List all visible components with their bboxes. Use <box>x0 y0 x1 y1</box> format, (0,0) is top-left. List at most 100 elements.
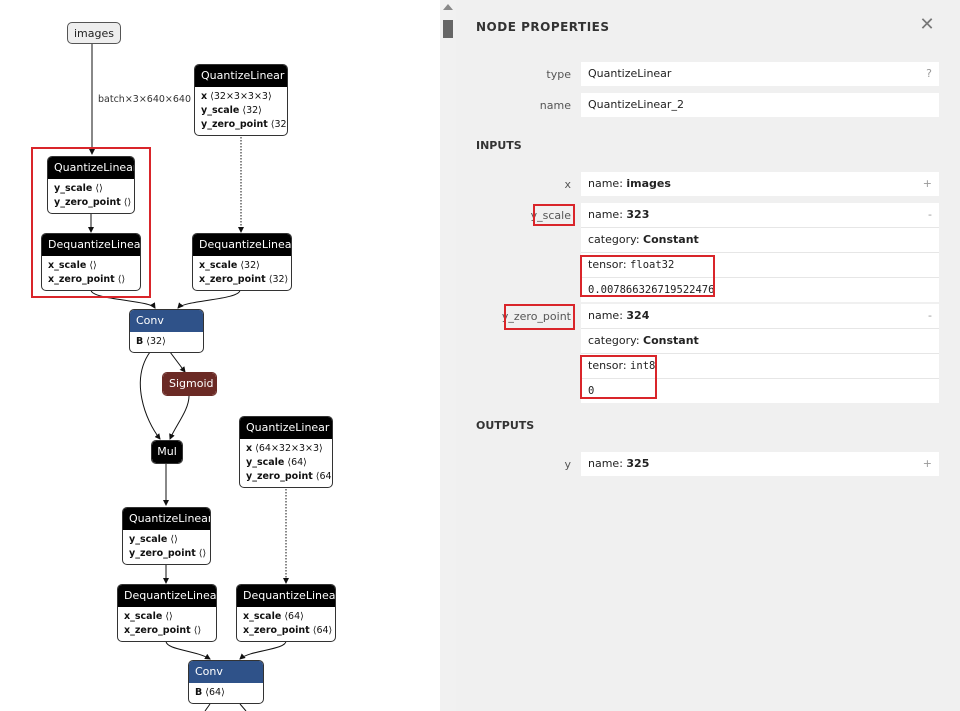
node-attr: y_scale ⟨⟩ <box>129 534 178 545</box>
input-y-scale-value: 0.007866326719522476 <box>588 284 715 296</box>
node-attr: x_zero_point ⟨⟩ <box>124 625 202 636</box>
node-attr: y_scale ⟨⟩ <box>54 183 103 194</box>
input-x-name-row[interactable]: name: images + <box>581 172 939 196</box>
graph-edges <box>88 44 289 711</box>
node-conv-2[interactable]: Conv B ⟨64⟩ <box>188 660 264 704</box>
node-title: DequantizeLinear <box>118 585 216 607</box>
input-y-zero-point-box[interactable]: name: 324 - category: Constant tensor: i… <box>581 304 939 403</box>
input-y-zero-point-label: y_zero_point <box>501 310 571 323</box>
node-attr: y_zero_point ⟨⟩ <box>129 548 207 559</box>
input-y-zero-point-category: Constant <box>643 334 699 347</box>
close-icon[interactable]: ✕ <box>919 14 935 35</box>
category-prefix: category: <box>588 334 644 347</box>
input-y-scale-name: 323 <box>626 208 650 221</box>
tensor-prefix: tensor: <box>588 258 631 271</box>
name-value: QuantizeLinear_2 <box>588 98 684 111</box>
scroll-up-arrow-icon[interactable] <box>443 4 453 10</box>
node-attr: y_zero_point ⟨⟩ <box>54 197 132 208</box>
output-y-box[interactable]: name: 325 + <box>581 452 939 476</box>
node-title: Conv <box>130 310 203 332</box>
node-title: QuantizeLinear <box>123 508 210 530</box>
name-value-box: QuantizeLinear_2 <box>581 93 939 117</box>
panel-title: NODE PROPERTIES <box>476 20 610 34</box>
node-title: DequantizeLinear <box>237 585 335 607</box>
node-attr: x_scale ⟨⟩ <box>48 260 97 271</box>
node-title: Mul <box>152 441 182 463</box>
node-attr: x_zero_point ⟨32⟩ <box>199 274 289 285</box>
node-quantize-linear-weights[interactable]: QuantizeLinear x ⟨32×3×3×3⟩ y_scale ⟨32⟩… <box>194 64 288 136</box>
node-attr: B ⟨32⟩ <box>136 336 166 347</box>
input-y-zero-point-tensor-row: tensor: int8 <box>581 354 939 379</box>
scrollbar-thumb[interactable] <box>443 20 453 38</box>
node-attr: y_zero_point ⟨64⟩ <box>246 471 332 482</box>
input-x-label: x <box>564 178 571 191</box>
inputs-section-title: INPUTS <box>476 139 522 152</box>
input-y-scale-tensor-row: tensor: float32 <box>581 253 939 278</box>
collapse-icon[interactable]: - <box>928 309 932 322</box>
panel-scrollbar[interactable] <box>440 0 456 711</box>
node-attr: x_scale ⟨⟩ <box>124 611 173 622</box>
category-prefix: category: <box>588 233 644 246</box>
input-y-zero-point-value: 0 <box>588 385 595 397</box>
node-dequantize-linear-input[interactable]: DequantizeLinear x_scale ⟨⟩ x_zero_point… <box>41 233 141 291</box>
input-y-zero-point-tensor-type: int8 <box>630 360 656 372</box>
input-y-zero-point-name-row[interactable]: name: 324 - <box>581 304 939 329</box>
output-y-label: y <box>564 458 571 471</box>
node-title: QuantizeLinear <box>48 157 134 179</box>
node-dequantize-linear-weights-2[interactable]: DequantizeLinear x_scale ⟨64⟩ x_zero_poi… <box>236 584 336 642</box>
node-attr: y_scale ⟨32⟩ <box>201 105 262 116</box>
node-quantize-linear-input[interactable]: QuantizeLinear y_scale ⟨⟩ y_zero_point ⟨… <box>47 156 135 214</box>
node-attr: x ⟨32×3×3×3⟩ <box>201 91 272 102</box>
node-quantize-linear-weights-2[interactable]: QuantizeLinear x ⟨64×32×3×3⟩ y_scale ⟨64… <box>239 416 333 488</box>
input-x-name: images <box>626 177 671 190</box>
input-node-images[interactable]: images <box>67 22 121 44</box>
node-conv-1[interactable]: Conv B ⟨32⟩ <box>129 309 204 353</box>
node-dequantize-linear-activation[interactable]: DequantizeLinear x_scale ⟨⟩ x_zero_point… <box>117 584 217 642</box>
outputs-section-title: OUTPUTS <box>476 419 535 432</box>
node-attr: B ⟨64⟩ <box>195 687 225 698</box>
name-prefix: name: <box>588 208 627 221</box>
name-prefix: name: <box>588 309 627 322</box>
input-y-scale-label: y_scale <box>530 209 571 222</box>
node-dequantize-linear-weights[interactable]: DequantizeLinear x_scale ⟨32⟩ x_zero_poi… <box>192 233 292 291</box>
name-prefix: name: <box>588 457 627 470</box>
input-y-scale-category-row: category: Constant <box>581 228 939 253</box>
node-quantize-linear-activation[interactable]: QuantizeLinear y_scale ⟨⟩ y_zero_point ⟨… <box>122 507 211 565</box>
input-y-zero-point-name: 324 <box>626 309 650 322</box>
input-y-scale-name-row[interactable]: name: 323 - <box>581 203 939 228</box>
help-icon[interactable]: ? <box>926 67 932 80</box>
node-attr: y_scale ⟨64⟩ <box>246 457 307 468</box>
node-title: Conv <box>189 661 263 683</box>
highlight-box-y-scale-label <box>533 204 575 226</box>
input-x-box[interactable]: name: images + <box>581 172 939 196</box>
node-attr: x_scale ⟨32⟩ <box>199 260 260 271</box>
input-y-zero-point-category-row: category: Constant <box>581 329 939 354</box>
expand-icon[interactable]: + <box>922 457 932 470</box>
output-y-name: 325 <box>626 457 650 470</box>
node-mul[interactable]: Mul <box>151 440 183 464</box>
edge-shape-label: batch×3×640×640 <box>98 94 192 105</box>
highlight-box-y-zero-point-label <box>504 304 575 330</box>
name-label: name <box>539 99 571 112</box>
node-properties-panel: NODE PROPERTIES ✕ type QuantizeLinear ? … <box>456 0 960 711</box>
node-title: Sigmoid <box>163 373 216 395</box>
input-y-scale-box[interactable]: name: 323 - category: Constant tensor: f… <box>581 203 939 302</box>
node-title: QuantizeLinear <box>240 417 332 439</box>
type-value: QuantizeLinear <box>588 67 672 80</box>
node-sigmoid[interactable]: Sigmoid <box>162 372 217 396</box>
graph-canvas[interactable]: images batch×3×640×640 QuantizeLinear x … <box>0 0 440 711</box>
node-attr: x_scale ⟨64⟩ <box>243 611 304 622</box>
node-attr: x_zero_point ⟨⟩ <box>48 274 126 285</box>
collapse-icon[interactable]: - <box>928 208 932 221</box>
output-y-name-row[interactable]: name: 325 + <box>581 452 939 476</box>
highlight-box-y-scale-tensor <box>580 255 715 297</box>
name-value-row: QuantizeLinear_2 <box>581 93 939 117</box>
node-attr: x_zero_point ⟨64⟩ <box>243 625 333 636</box>
input-y-scale-category: Constant <box>643 233 699 246</box>
node-title: DequantizeLinear <box>193 234 291 256</box>
type-label: type <box>546 68 571 81</box>
node-attr: y_zero_point ⟨32⟩ <box>201 119 287 130</box>
name-prefix: name: <box>588 177 627 190</box>
node-attr: x ⟨64×32×3×3⟩ <box>246 443 323 454</box>
expand-icon[interactable]: + <box>922 177 932 190</box>
